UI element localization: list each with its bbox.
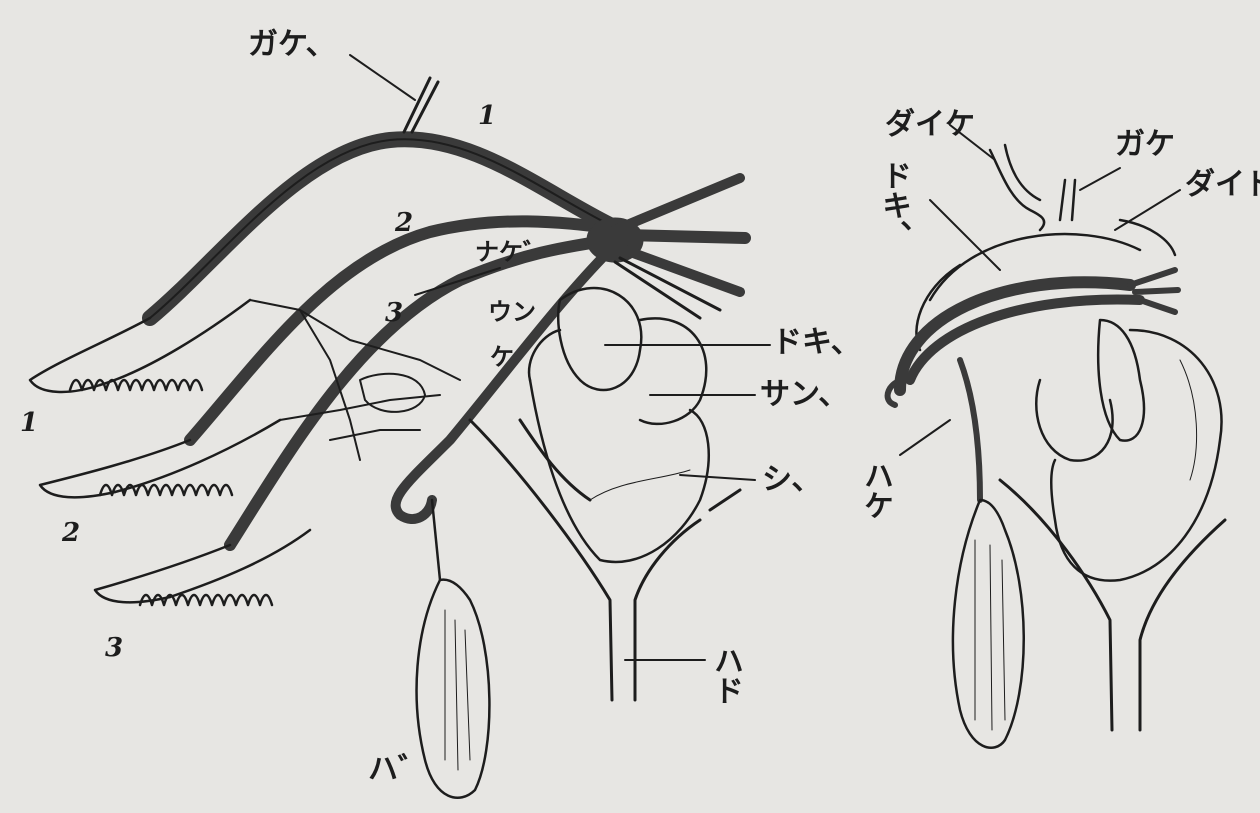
label-doki-right: ドキ、 [878, 160, 908, 250]
label-gake-right: ガケ [1115, 130, 1175, 160]
label-arch-2: 2 [395, 210, 413, 236]
label-daike: ダイケ [885, 110, 975, 140]
gill-filament-1 [30, 300, 250, 392]
label-gill-2: 2 [62, 520, 80, 546]
label-hake: ハケ [860, 460, 890, 520]
label-arch-3: 3 [385, 300, 403, 326]
label-gake-top: ガケ、 [248, 30, 336, 60]
thin-vessels [250, 300, 460, 460]
label-san: サン、 [760, 380, 848, 410]
label-shi: シ、 [762, 465, 821, 495]
swim-bladder-right [953, 500, 1024, 748]
gill-filament-3 [95, 530, 310, 605]
label-ha: ハ゛ [368, 755, 428, 785]
vein-right [1000, 480, 1225, 730]
vessel-hub [587, 178, 745, 318]
aortic-arch-1 [150, 139, 610, 318]
label-daido: ダイド [1185, 170, 1260, 200]
gill-filament-2 [40, 420, 280, 497]
label-arch-1: 1 [478, 103, 496, 129]
label-gill-3: 3 [105, 635, 123, 661]
aortic-arch-3 [230, 240, 610, 545]
arch-right [888, 270, 1178, 500]
gake-vessel-top [404, 78, 438, 132]
label-un: ウン [488, 300, 536, 324]
label-doki-left: ドキ、 [772, 328, 861, 358]
label-hado: ハド [710, 645, 740, 705]
label-nakan: ナケ゛ [475, 240, 547, 264]
label-gill-1: 1 [20, 410, 38, 436]
label-ke: ケ [490, 345, 514, 369]
